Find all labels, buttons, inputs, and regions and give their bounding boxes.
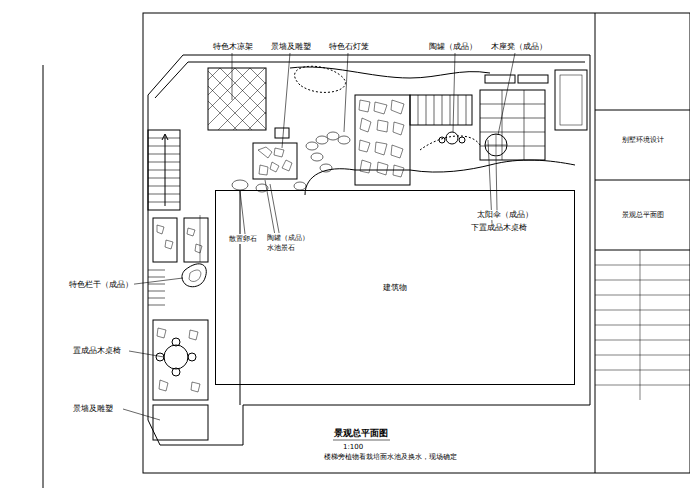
callout-label: 太阳伞（成品）: [476, 210, 534, 220]
callout-label: 陶罐（成品）: [428, 42, 478, 52]
scale-label: 1:100: [342, 442, 364, 452]
node-text: 景观总平面图: [621, 210, 665, 220]
drawing-title: 景观总平面图: [333, 428, 389, 438]
note-text: 楼梯旁植物看栽培面水池及换水，现场确定: [323, 452, 458, 462]
node-text: 别墅环境设计: [621, 135, 665, 145]
callout-label: 景墙及雕塑: [72, 404, 114, 414]
callout-label: 陶罐（成品）: [266, 233, 310, 243]
title-block-cell: 景观总平面图: [595, 200, 690, 230]
node-text: 建筑物: [382, 283, 408, 293]
callout-label: 水池景石: [266, 243, 296, 253]
title-block-cell: 别墅环境设计: [595, 125, 690, 155]
callout-label: 下置成品木桌椅: [470, 223, 528, 233]
callout-label: 散置卵石: [228, 234, 258, 244]
callout-label: 特色石灯笼: [328, 42, 370, 52]
callout-label: 木座凳（成品）: [490, 42, 548, 52]
callout-label: 特色木凉架: [212, 42, 254, 52]
callout-label: 特色栏干（成品）: [68, 280, 134, 290]
callout-label: 景墙及雕塑: [270, 42, 312, 52]
callout-label: 置成品木桌椅: [72, 346, 122, 356]
